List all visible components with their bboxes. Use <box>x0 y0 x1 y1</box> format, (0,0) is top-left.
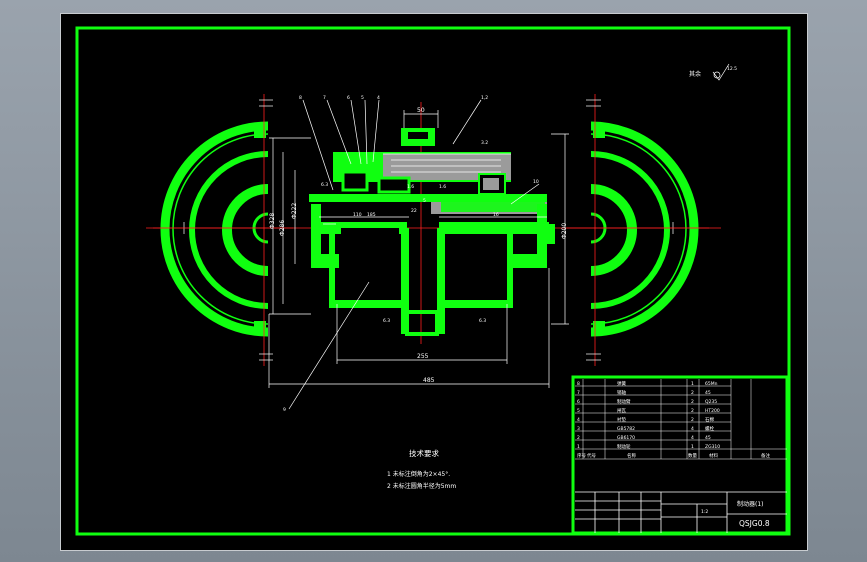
bom-cell-name: 销轴 <box>617 389 626 396</box>
dim-dia-left-2: Φ286 <box>279 220 286 236</box>
dim-5: 5 <box>423 198 426 204</box>
dim-dia-left-1: Φ328 <box>269 213 276 229</box>
bom-cell-no: 6 <box>577 399 580 405</box>
bom-header-mat: 材料 <box>709 452 718 459</box>
roughness-value: 12.5 <box>727 66 737 72</box>
bom-cell-name: 闸瓦 <box>617 407 626 414</box>
bom-cell-material: 石棉 <box>705 416 714 423</box>
roughness-mark-4: 1.6 <box>439 184 446 190</box>
bom-cell-qty: 1 <box>691 381 694 387</box>
dim-dia-right: Φ200 <box>561 223 568 239</box>
roughness-mark-3: 1.6 <box>407 184 414 190</box>
bom-header-qty: 数量 <box>688 452 697 459</box>
bom-cell-qty: 2 <box>691 417 694 423</box>
balloon-1-2: 1,2 <box>481 95 488 101</box>
bom-cell-no: 2 <box>577 435 580 441</box>
bom-cell-material: HT200 <box>705 408 720 414</box>
bom-cell-material: 65Mn <box>705 381 718 387</box>
drawing-name: 制动器(1) <box>737 500 764 508</box>
dim-110: 110 <box>353 212 362 218</box>
balloon-9: 9 <box>283 407 286 413</box>
dim-22: 22 <box>411 208 417 214</box>
bom-cell-material: Q235 <box>705 399 717 405</box>
roughness-mark-5: 6.3 <box>383 318 390 324</box>
bom-cell-qty: 2 <box>691 399 694 405</box>
bom-cell-qty: 4 <box>691 426 694 432</box>
bom-cell-no: 7 <box>577 390 580 396</box>
drawing-border <box>75 26 791 536</box>
balloon-7: 7 <box>323 95 326 101</box>
tech-requirement-2: 2 未标注圆角半径为5mm <box>387 482 456 490</box>
bom-cell-name: GB6170 <box>617 435 635 441</box>
bom-cell-no: 4 <box>577 417 580 423</box>
bom-header-name: 名称 <box>627 452 636 459</box>
dim-16: 16 <box>493 212 499 218</box>
dim-top-width: 50 <box>417 107 425 114</box>
bom-cell-name: 弹簧 <box>617 380 626 387</box>
balloon-10: 10 <box>533 179 539 185</box>
bom-cell-material: 45 <box>705 435 711 441</box>
bom-cell-qty: 1 <box>691 444 694 450</box>
drawing-number: QSJG0.8 <box>739 519 770 528</box>
dim-bottom-255: 255 <box>417 353 429 360</box>
balloon-5: 5 <box>361 95 364 101</box>
dim-bottom-485: 485 <box>423 377 435 384</box>
roughness-note: 其余 <box>689 70 701 78</box>
balloon-6: 6 <box>347 95 350 101</box>
bom-cell-no: 1 <box>577 444 580 450</box>
dim-185: 185 <box>367 212 376 218</box>
roughness-mark-2: 3.2 <box>481 140 488 146</box>
bom-cell-no: 5 <box>577 408 580 414</box>
cad-drawing: 50 Φ328 Φ286 Φ222 Φ200 110 16 22 5 185 2… <box>75 26 791 536</box>
bom-header-remark: 备注 <box>761 452 770 459</box>
right-side-view <box>566 94 709 366</box>
bom-cell-material: 螺栓 <box>705 425 714 432</box>
drawing-scale: 1:2 <box>701 509 708 515</box>
bom-cell-name: 衬垫 <box>617 416 626 423</box>
bom-header-code: 代号 <box>587 452 596 459</box>
bom-cell-name: GB5782 <box>617 426 635 432</box>
main-section-view: 50 Φ328 Φ286 Φ222 Φ200 110 16 22 5 185 2… <box>146 95 721 413</box>
bom-cell-qty: 2 <box>691 390 694 396</box>
dim-dia-left-3: Φ222 <box>291 203 298 219</box>
drawing-viewport[interactable]: 50 Φ328 Φ286 Φ222 Φ200 110 16 22 5 185 2… <box>60 13 808 551</box>
bom-header-no: 序号 <box>577 452 586 459</box>
roughness-mark-6: 6.3 <box>479 318 486 324</box>
bom-cell-no: 3 <box>577 426 580 432</box>
bom-cell-name: 制动轮 <box>617 443 631 450</box>
bom-cell-material: ZG310 <box>705 444 720 450</box>
bom-cell-qty: 2 <box>691 408 694 414</box>
left-side-view <box>153 94 293 366</box>
tech-requirements-title: 技术要求 <box>409 448 439 458</box>
roughness-mark-1: 6.3 <box>321 182 328 188</box>
bom-cell-no: 8 <box>577 381 580 387</box>
bom-cell-qty: 4 <box>691 435 694 441</box>
balloon-4: 4 <box>377 95 380 101</box>
balloon-8: 8 <box>299 95 302 101</box>
tech-requirement-1: 1 未标注倒角为2×45°. <box>387 470 450 478</box>
bom-cell-material: 45 <box>705 390 711 396</box>
bom-cell-name: 制动臂 <box>617 398 631 405</box>
